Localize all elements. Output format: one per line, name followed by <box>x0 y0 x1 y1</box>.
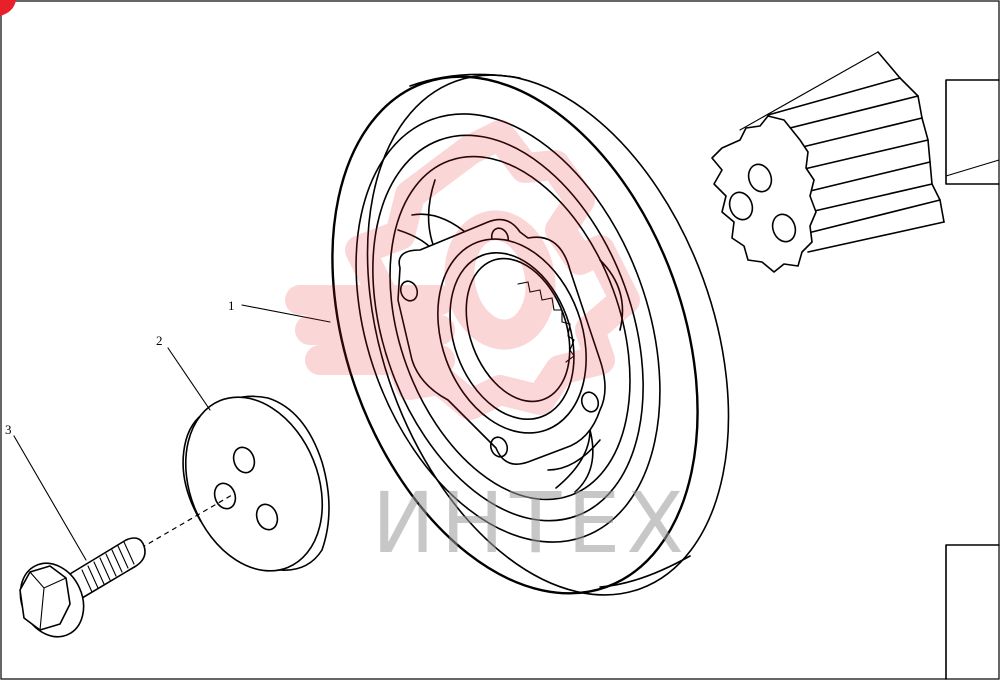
right-box-top <box>945 79 1000 185</box>
callout-leader-2 <box>167 347 211 411</box>
right-box-bottom <box>945 544 1000 680</box>
callout-1: 1 <box>228 298 235 313</box>
callout-leader-3 <box>13 435 87 561</box>
splined-shaft <box>711 51 945 273</box>
callout-3: 3 <box>5 422 12 437</box>
part-2-disc <box>182 395 330 572</box>
corner-mark <box>0 0 16 16</box>
shaft-center-line-right <box>945 159 1000 177</box>
callout-2: 2 <box>156 333 163 348</box>
watermark-text: ИНТЕХ <box>372 474 690 572</box>
part-3-bolt <box>19 537 146 638</box>
callout-leader-1 <box>241 304 331 323</box>
part-1-pulley <box>331 73 730 596</box>
watermark-logo <box>285 120 640 420</box>
